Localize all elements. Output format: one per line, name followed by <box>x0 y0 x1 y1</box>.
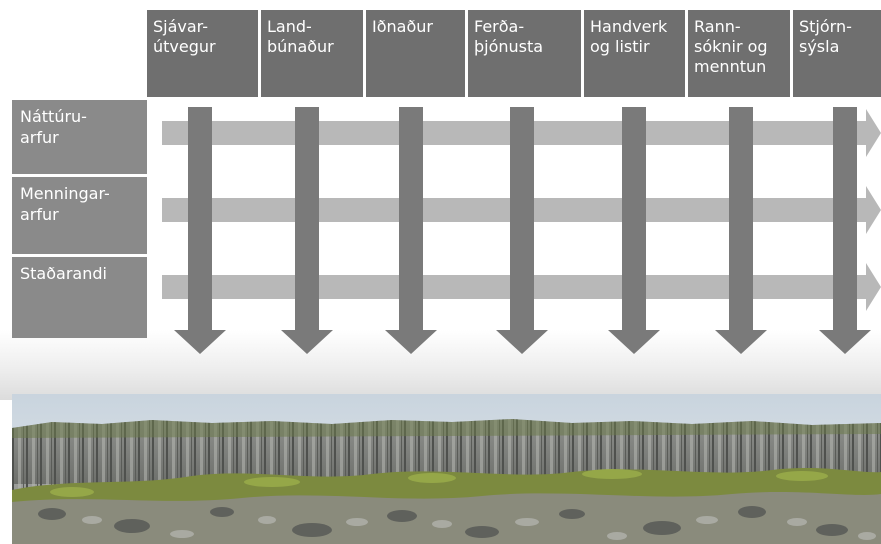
vertical-arrow-rannsoknir-og-menntun <box>715 107 767 354</box>
column-header-ferdathjonusta: Ferða- þjónusta <box>468 10 581 97</box>
vertical-arrow-landbunadur <box>281 107 333 354</box>
column-header-handverk-og-listir: Handverk og listir <box>584 10 685 97</box>
column-header-idnadur: Iðnaður <box>366 10 465 97</box>
basalt-columns-photo <box>12 394 881 544</box>
column-header-stjornsysla: Stjórn- sýsla <box>793 10 881 97</box>
column-header-sjavarutvegur: Sjávar- útvegur <box>147 10 258 97</box>
vertical-arrow-sjavarutvegur <box>174 107 226 354</box>
column-header-landbunadur: Land- búnaður <box>261 10 363 97</box>
vertical-arrows <box>174 107 871 354</box>
row-header-natturuarfur: Náttúru- arfur <box>12 100 147 174</box>
row-header-menningararfur: Menningar- arfur <box>12 177 147 254</box>
vertical-arrow-handverk-og-listir <box>608 107 660 354</box>
row-header-stadarandi: Staðarandi <box>12 257 147 338</box>
vertical-arrow-idnadur <box>385 107 437 354</box>
column-header-rannsoknir-og-menntun: Rann- sóknir og menntun <box>688 10 790 97</box>
vertical-arrow-ferdathjonusta <box>496 107 548 354</box>
vertical-arrow-stjornsysla <box>819 107 871 354</box>
